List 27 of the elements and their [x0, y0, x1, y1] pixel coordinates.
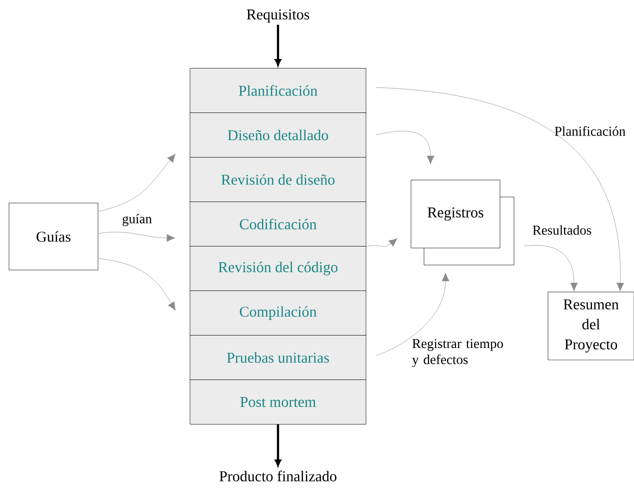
- edge-label: Resultados: [532, 225, 592, 235]
- phase-box: Revisión de diseño: [190, 157, 366, 202]
- process-box: Resumen del Proyecto: [548, 292, 634, 360]
- phase-box: Codificación: [190, 202, 366, 246]
- arrow: [274, 424, 282, 466]
- phase-box: Post mortem: [190, 380, 366, 424]
- phase-box: Planificación: [190, 68, 366, 113]
- arrow: [524, 245, 578, 292]
- edge-label: Planificación: [554, 126, 626, 136]
- arrow: [98, 154, 176, 212]
- bare-text: Producto finalizado: [220, 470, 336, 482]
- edge-label: Registrar tiempo y defectos: [412, 339, 503, 367]
- phase-box: Compilación: [190, 290, 366, 336]
- arrow: [376, 130, 434, 164]
- document-stack: Registros: [410, 180, 514, 266]
- arrow: [98, 232, 176, 242]
- phase-box: Pruebas unitarias: [190, 335, 366, 380]
- arrow: [376, 272, 450, 356]
- phase-box: Diseño detallado: [190, 112, 366, 158]
- edge-label: guían: [122, 214, 152, 226]
- process-box: Guías: [8, 202, 98, 270]
- phase-box: Revisión del código: [190, 246, 366, 291]
- arrow: [376, 87, 624, 292]
- arrow: [274, 24, 282, 66]
- arrow: [366, 238, 398, 247]
- arrow: [98, 258, 176, 311]
- bare-text: Requisitos: [246, 9, 310, 23]
